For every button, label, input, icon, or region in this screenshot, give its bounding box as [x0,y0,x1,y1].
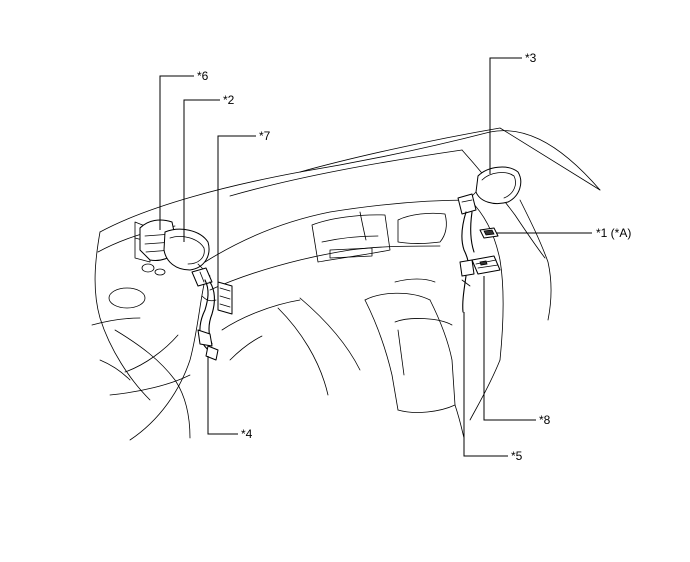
part-8-connector [471,255,501,275]
part-3-mirror [465,166,522,205]
dashboard-outline [91,127,601,441]
callout-8: *8 [539,413,551,427]
callout-5: *5 [511,449,523,463]
leader-lines [159,57,592,457]
callout-7: *7 [259,129,271,143]
callout-2: *2 [223,93,235,107]
callout-3: *3 [525,51,537,65]
callout-4: *4 [241,427,253,441]
callout-1: *1 (*A) [596,226,632,240]
callout-6: *6 [197,69,209,83]
part-5-harness [459,259,475,313]
part-4-harness [197,279,219,361]
part-7-module [191,267,233,315]
part-1-component [479,227,499,239]
